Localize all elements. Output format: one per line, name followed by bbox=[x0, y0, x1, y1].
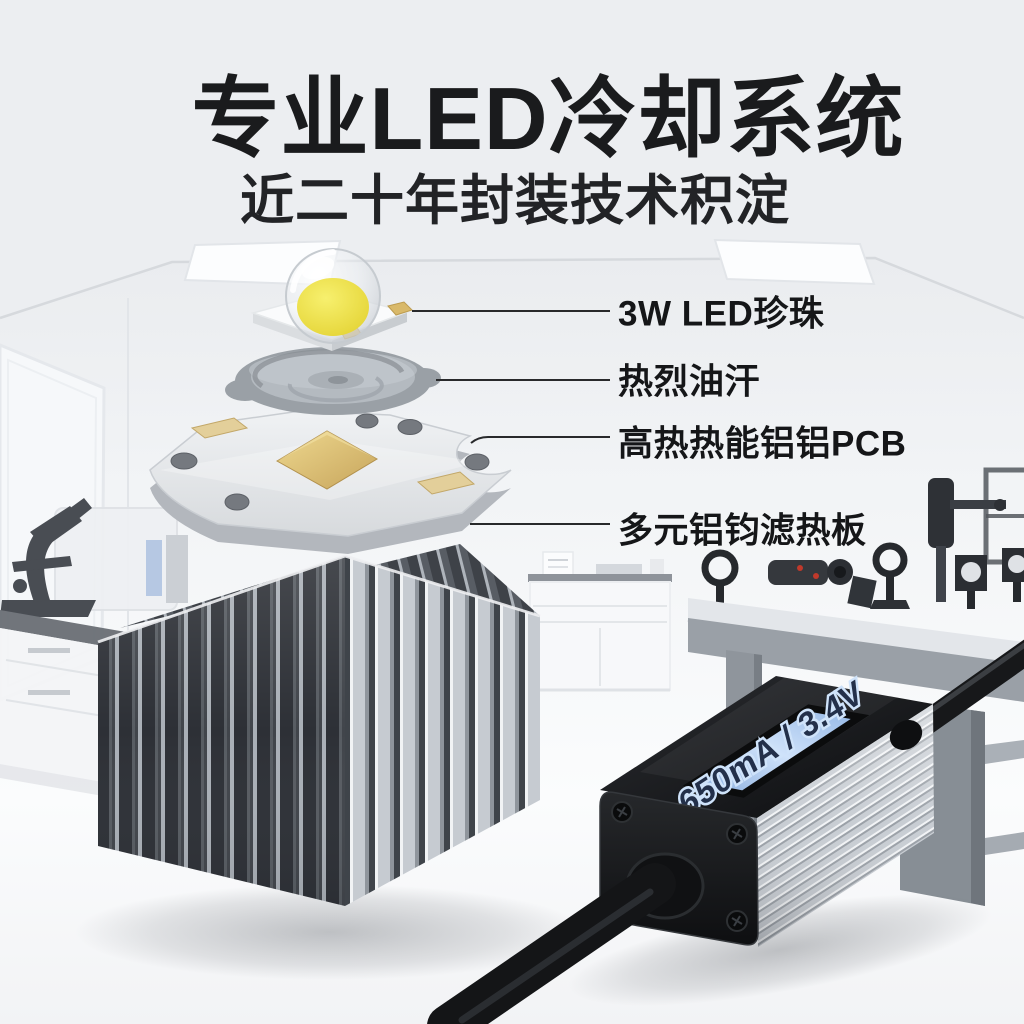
pcb-gold-pad-nw bbox=[190, 417, 249, 439]
table-stretcher-lower bbox=[985, 832, 1024, 855]
heatsink-right-face bbox=[345, 556, 540, 906]
optical-table-skirt bbox=[688, 618, 1024, 702]
ceiling-edge-lines bbox=[0, 256, 1024, 320]
callout-label-heatsink: 多元铝钧滤热板 bbox=[618, 511, 867, 551]
optical-table-top bbox=[688, 598, 1024, 666]
driver-lcd bbox=[682, 704, 870, 798]
heatsink bbox=[97, 544, 541, 906]
ceiling-light-panel-right bbox=[713, 238, 876, 286]
optical-components bbox=[700, 478, 1024, 614]
led-package-side-left bbox=[253, 313, 332, 351]
laser-red-dot bbox=[797, 565, 803, 571]
led-bead bbox=[250, 248, 413, 351]
callout-label-aluminum-pcb: 高热热能铝铝PCB bbox=[618, 424, 907, 464]
cable-collar bbox=[889, 720, 923, 750]
laser-module bbox=[768, 560, 828, 585]
driver-shadow bbox=[568, 894, 992, 1006]
callout-label-led-bead: 3W LED珍珠 bbox=[618, 294, 825, 334]
heatsink-back-fins bbox=[120, 544, 540, 628]
poster-title: 专业LED冷却系统 bbox=[191, 69, 905, 168]
instrument-blue-panel bbox=[146, 540, 162, 596]
led-package-side-right bbox=[332, 312, 407, 351]
counter-item-small bbox=[650, 559, 664, 576]
lens-mount bbox=[870, 542, 910, 609]
square-mount bbox=[1002, 548, 1024, 602]
microscope bbox=[0, 498, 96, 617]
pcb-holes bbox=[170, 413, 490, 511]
laser-red-dot bbox=[813, 573, 819, 579]
callout-label-thermal-grease: 热烈油汗 bbox=[618, 362, 761, 402]
square-mount bbox=[955, 555, 987, 609]
mirror-mount bbox=[847, 575, 877, 609]
counter-item-tray bbox=[596, 564, 642, 576]
led-phosphor bbox=[297, 278, 369, 336]
thermal-paste bbox=[225, 347, 441, 415]
center-cabinet bbox=[528, 551, 672, 692]
poster-subtitle: 近二十年封装技术积淀 bbox=[240, 171, 790, 231]
pcb-gold-pad-se bbox=[416, 471, 476, 495]
callout-lines bbox=[412, 310, 610, 525]
vertical-instrument bbox=[928, 478, 954, 548]
heatsink-shadow bbox=[75, 884, 585, 980]
lab-background bbox=[0, 0, 1024, 906]
ceiling bbox=[0, 0, 1024, 318]
aluminum-pcb bbox=[149, 410, 512, 554]
heatsink-top-edge bbox=[97, 554, 541, 644]
paste-swirl bbox=[252, 349, 405, 389]
cabinet-counter-edge bbox=[528, 574, 672, 582]
table-stretcher-upper bbox=[985, 740, 1024, 764]
counter-item-box bbox=[542, 551, 574, 578]
callout-line-3 bbox=[470, 436, 610, 444]
instrument-side bbox=[166, 535, 188, 603]
